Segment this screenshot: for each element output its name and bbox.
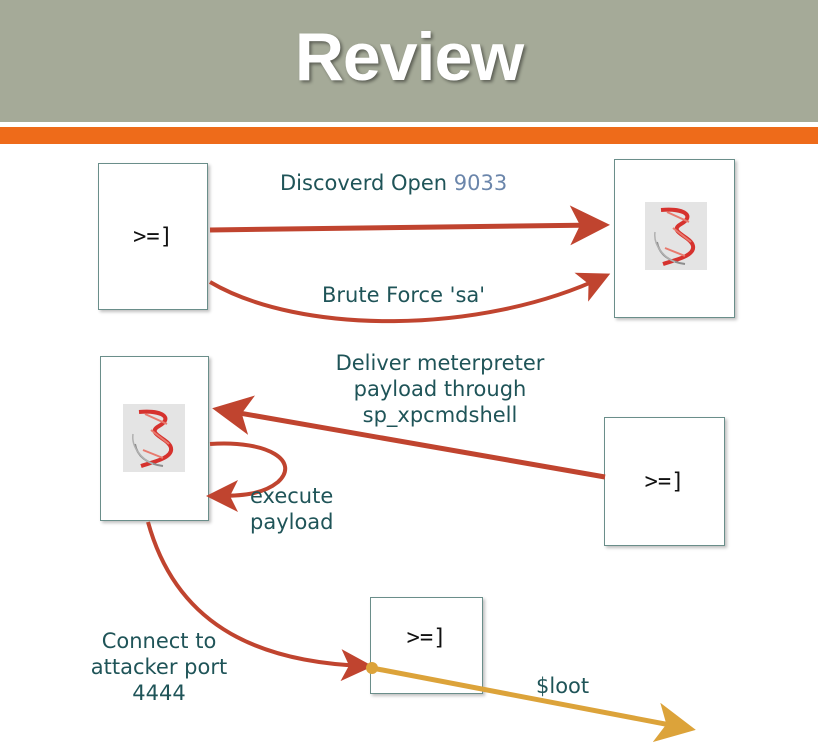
loot-label: $loot [536,674,590,698]
brute-force-label: Brute Force 'sa' [322,283,486,307]
execute-loop-arrow [206,441,288,512]
discovered-port: 9033 [453,171,508,195]
page-title: Review [294,19,524,95]
loot-origin-dot [366,662,378,674]
deliver-label: Deliver meterpreter payload through sp_x… [335,351,545,427]
sql-server-icon [645,202,707,270]
sql-server-1 [614,159,735,318]
discovered-label: Discoverd Open 9033 [280,171,508,195]
terminal-prompt: >=] [406,625,447,651]
accent-bar [0,127,818,144]
terminal-prompt: >=] [133,224,173,249]
connect-label: Connect to attacker port 4444 [90,629,228,705]
discover-arrow [209,205,610,246]
loot-arrow [371,665,696,743]
attacker-terminal-1: >=] [98,163,208,310]
sql-server-icon [123,404,185,472]
execute-label: execute payload [250,484,334,534]
connect-arrow [146,521,373,682]
attacker-terminal-2: >=] [604,417,725,546]
brute-force-arrow [208,272,611,324]
deliver-arrow [212,395,606,480]
sql-server-2 [100,356,209,521]
header-banner: Review [0,0,818,122]
terminal-prompt: >=] [644,469,685,494]
